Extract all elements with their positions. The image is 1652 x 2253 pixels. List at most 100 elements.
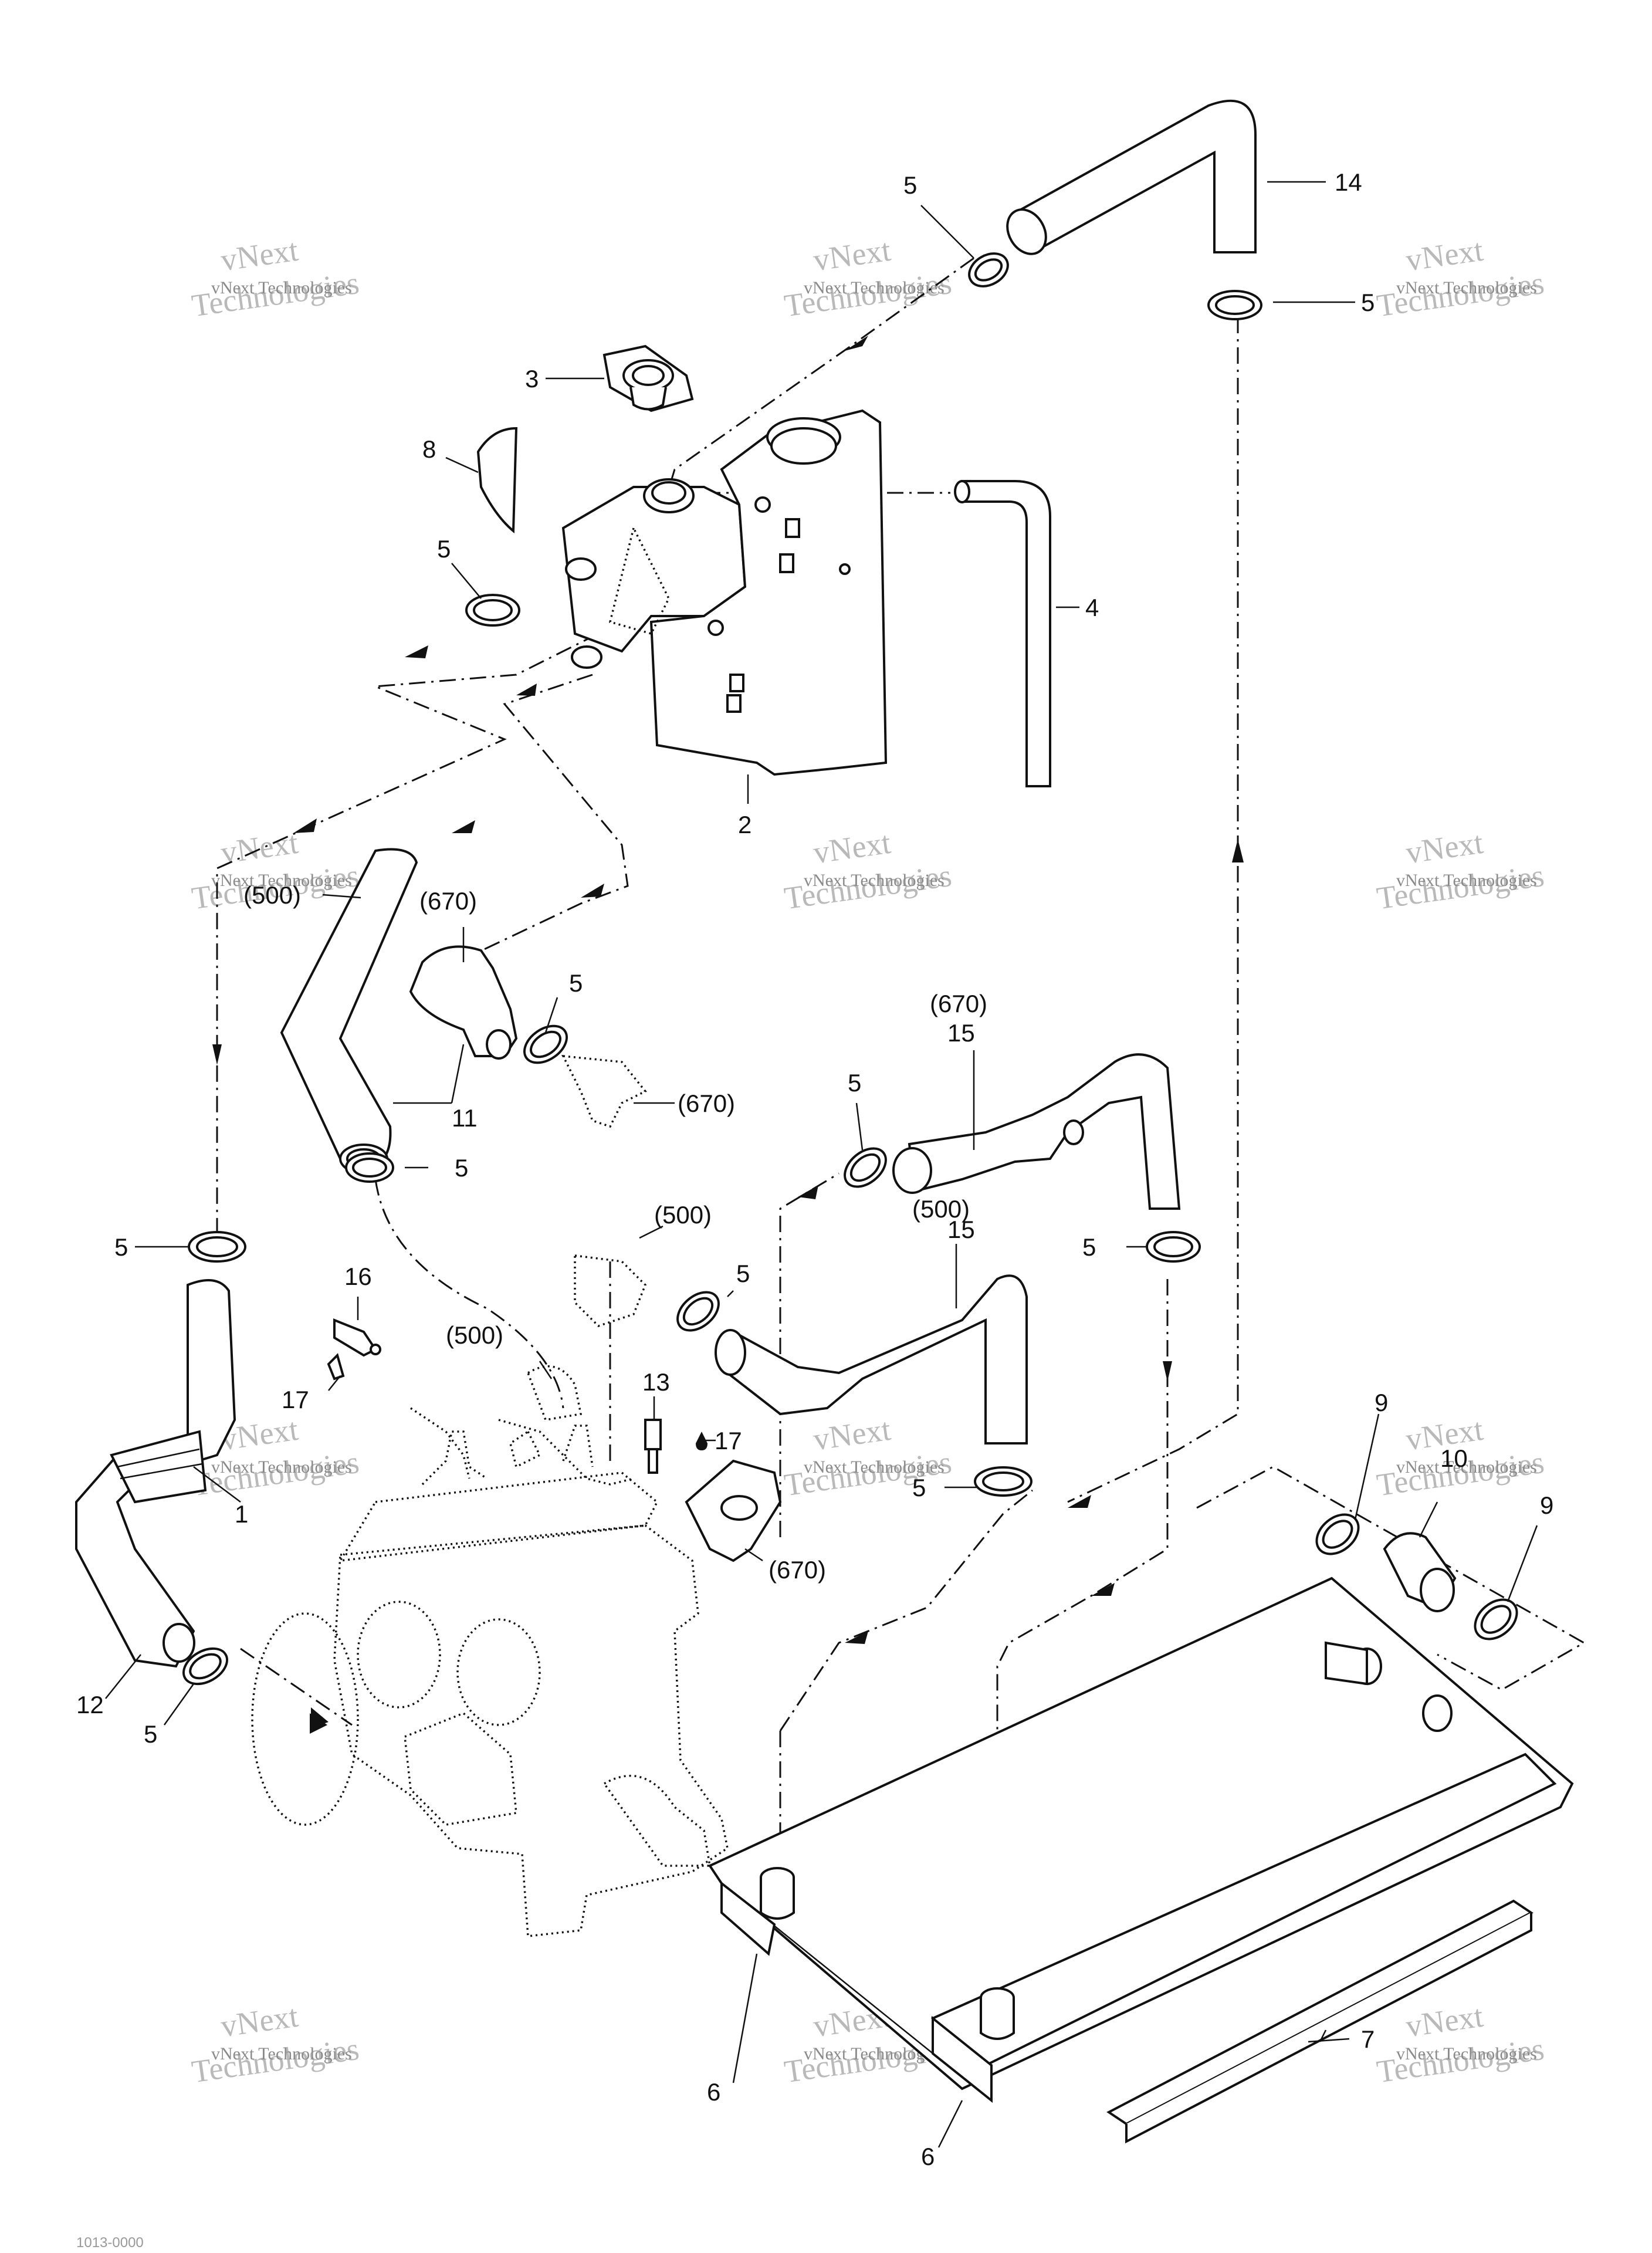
clamps [182, 252, 1518, 1686]
callout-5: 5 [437, 535, 451, 563]
hose-clamp [844, 1147, 887, 1188]
temperature-sensor-13 [644, 1419, 707, 1474]
ref-670: (670) [930, 990, 987, 1017]
callout-5: 5 [114, 1233, 128, 1261]
callout-10: 10 [1440, 1445, 1468, 1472]
callout-17: 17 [282, 1386, 309, 1413]
svg-text:vNext Technologies: vNext Technologies [804, 1457, 945, 1477]
hose-15-670 [892, 1053, 1181, 1210]
callout-9: 9 [1540, 1491, 1553, 1519]
callout-5: 5 [1361, 289, 1375, 316]
callout-9: 9 [1375, 1389, 1388, 1416]
svg-text:vNext: vNext [811, 232, 893, 278]
rail-7 [1106, 1899, 1533, 2144]
radiator-6-upper [708, 1577, 1574, 2090]
callout-8: 8 [422, 435, 436, 463]
ref-500: (500) [243, 881, 301, 909]
hose-clamp [182, 1647, 228, 1686]
hose-clamp [345, 1152, 394, 1183]
callout-5: 5 [848, 1069, 861, 1097]
callout-5: 5 [569, 969, 583, 997]
upper-hose-14 [1006, 99, 1257, 255]
thermostat-housing-500 [574, 1254, 647, 1328]
flow-arrow [452, 820, 475, 833]
flow-arrow [1232, 839, 1244, 862]
temperature-sensor-16 [327, 1318, 381, 1381]
hose-clamp-9 [1315, 1513, 1360, 1555]
svg-text:vNext Technologies: vNext Technologies [211, 278, 352, 297]
hose-clamp [465, 594, 520, 627]
callout-5: 5 [736, 1260, 750, 1287]
callout-17: 17 [715, 1427, 742, 1454]
callout-13: 13 [642, 1368, 670, 1396]
flow-arrow [581, 884, 604, 898]
hose-clamp-9 [1474, 1598, 1518, 1640]
hose-clamp [188, 1231, 246, 1263]
callout-labels: 5 14 5 3 8 5 4 2 (500) (670) 5 11 (670) … [76, 168, 1553, 2170]
svg-text:vNext Technologies: vNext Technologies [211, 2044, 352, 2063]
flow-arrow [845, 1631, 868, 1644]
ref-500: (500) [446, 1321, 503, 1349]
svg-text:vNext Technologies: vNext Technologies [1396, 278, 1537, 297]
flow-arrow [845, 336, 868, 351]
callout-1: 1 [235, 1500, 248, 1528]
radiator-6-lower [930, 1694, 1557, 2103]
hose-11-670 [409, 945, 518, 1060]
flow-arrow [516, 684, 537, 696]
callout-5: 5 [903, 171, 917, 199]
svg-text:vNext Technologies: vNext Technologies [211, 1457, 352, 1477]
watermark: vNext Technologies vNext Technologies [1375, 1998, 1546, 2089]
callout-7: 7 [1361, 2025, 1375, 2053]
svg-text:vNext: vNext [811, 1412, 893, 1457]
flow-arrow [405, 645, 428, 658]
callout-15: 15 [947, 1216, 975, 1243]
callout-14: 14 [1335, 168, 1362, 196]
svg-text:vNext: vNext [1404, 825, 1485, 871]
callout-5: 5 [912, 1474, 926, 1501]
svg-text:vNext Technologies: vNext Technologies [211, 871, 352, 890]
callout-5: 5 [144, 1720, 157, 1748]
flow-arrow [310, 1713, 327, 1734]
hose-clamp [968, 252, 1009, 287]
flow-arrow [1091, 1583, 1115, 1596]
callout-15: 15 [947, 1019, 975, 1047]
hose-clamp [676, 1291, 720, 1332]
connector-hose-10 [1383, 1532, 1457, 1612]
callout-6: 6 [921, 2143, 935, 2170]
drawing-number: 1013-0000 [76, 2235, 144, 2251]
svg-text:vNext: vNext [219, 825, 300, 871]
callout-12: 12 [76, 1691, 104, 1718]
flow-arrow [1163, 1361, 1172, 1382]
svg-text:vNext Technologies: vNext Technologies [1396, 1457, 1537, 1477]
sleeve-1 [110, 1430, 207, 1504]
svg-text:vNext: vNext [1404, 232, 1485, 278]
flow-arrow [798, 1185, 818, 1199]
callout-11: 11 [452, 1104, 478, 1132]
ref-670: (670) [769, 1556, 826, 1584]
hose-clamp [1207, 290, 1262, 320]
callout-3: 3 [525, 365, 539, 393]
callout-16: 16 [344, 1263, 372, 1290]
flow-arrow [293, 818, 317, 833]
thermostat-housing-670-lower [685, 1459, 782, 1562]
watermark: vNext Technologies vNext Technologies [1375, 232, 1546, 323]
callout-4: 4 [1085, 594, 1099, 621]
engine-block [251, 1407, 729, 1937]
flow-arrow [1068, 1495, 1091, 1508]
svg-text:vNext: vNext [219, 1998, 300, 2044]
watermark: vNext Technologies vNext Technologies [782, 825, 954, 916]
watermark: vNext Technologies vNext Technologies [782, 1412, 954, 1503]
radiator-cap-3 [602, 344, 694, 412]
flow-arrow [212, 1044, 222, 1065]
ref-500: (500) [654, 1201, 712, 1229]
svg-text:vNext: vNext [811, 825, 893, 871]
callout-5: 5 [1082, 1233, 1096, 1261]
thermostat-housing-670-upper [561, 1054, 647, 1128]
ref-670: (670) [678, 1090, 735, 1117]
ref-670: (670) [419, 887, 477, 915]
leader-lines [105, 181, 1538, 2148]
coolant-tank-2 [561, 409, 888, 804]
watermark: vNext Technologies vNext Technologies [189, 1998, 361, 2089]
hose-15-500 [715, 1274, 1028, 1445]
svg-text:vNext Technologies: vNext Technologies [1396, 2044, 1537, 2063]
